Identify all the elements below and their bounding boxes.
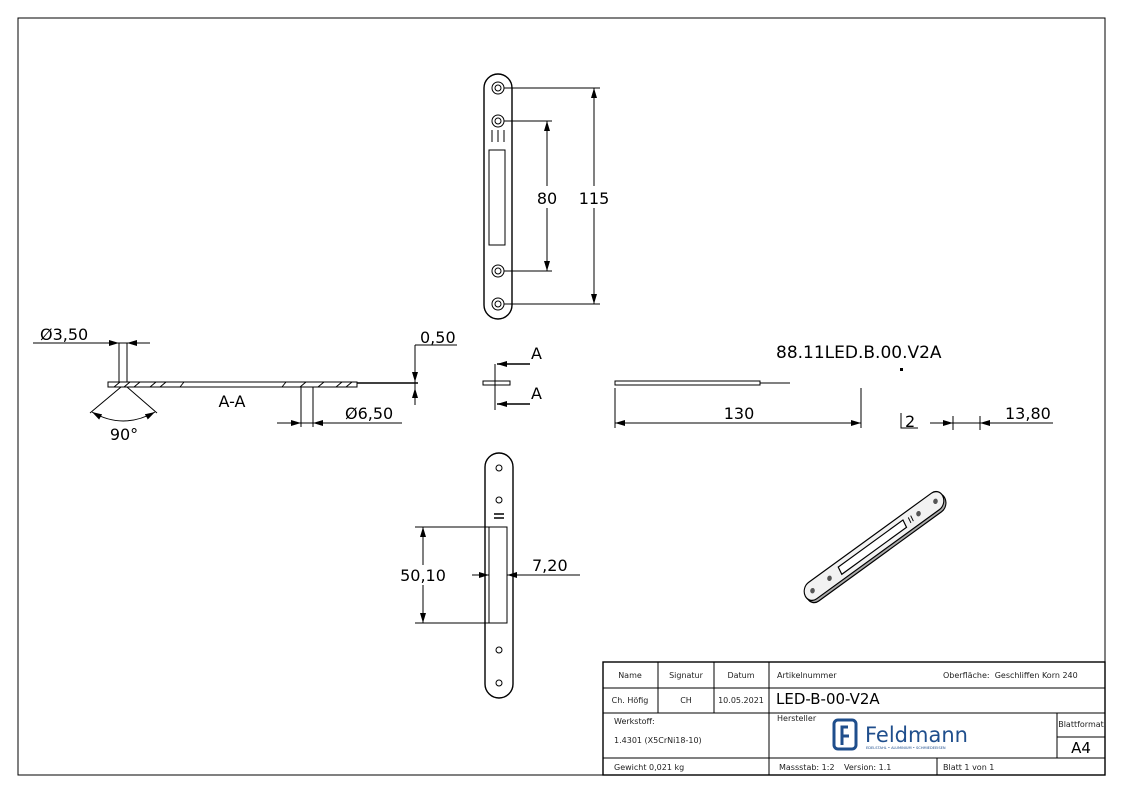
name-value: Ch. Höfig (612, 696, 649, 705)
dim-thickness: 0,50 (420, 328, 456, 347)
date-header: Datum (727, 671, 754, 680)
section-marker-label-bottom: A (531, 384, 542, 403)
material-label: Werkstoff: (614, 717, 655, 726)
section-view: Ø3,50 90° A-A Ø6,50 0,50 (33, 325, 457, 444)
part-number-note: 88.11LED.B.00.V2A (776, 343, 942, 363)
marking-lines (491, 130, 505, 142)
sheet-format-label: Blattformat (1058, 720, 1104, 729)
latch-slot (488, 149, 506, 246)
screw-holes (491, 81, 505, 311)
dim-angle: 90° (110, 425, 138, 444)
manufacturer-label: Hersteller (777, 714, 817, 723)
date-value: 10.05.2021 (718, 696, 764, 705)
dim-80: 80 (537, 189, 557, 208)
version: Version: 1.1 (844, 763, 891, 772)
article-label: Artikelnummer (777, 671, 837, 680)
sheet-format: A4 (1071, 739, 1091, 757)
scale: Massstab: 1:2 (779, 763, 835, 772)
dim-slot-width: 7,20 (532, 556, 568, 575)
dim-slot-length: 50,10 (400, 566, 446, 585)
isometric-view (803, 490, 947, 604)
feldmann-logo: Feldmann EDELSTAHL • ALUMINIUM • SCHMIED… (832, 718, 968, 751)
section-marker: A A (482, 344, 542, 410)
name-header: Name (618, 671, 642, 680)
side-view: 130 88.11LED.B.00.V2A 2 13,80 (614, 343, 1053, 431)
signature-value: CH (680, 696, 692, 705)
dim-thickness-2: 2 (905, 412, 915, 431)
svg-text:EDELSTAHL • ALUMINIUM • SCHMIE: EDELSTAHL • ALUMINIUM • SCHMIEDEEISEN (866, 746, 946, 750)
dim-hole-large: Ø6,50 (345, 404, 393, 423)
section-marker-label-top: A (531, 344, 542, 363)
dim-length: 130 (724, 404, 755, 423)
section-label: A-A (219, 392, 246, 411)
article-number: LED-B-00-V2A (776, 690, 880, 708)
dim-hole-small: Ø3,50 (40, 325, 88, 344)
strike-plate-outline (483, 73, 513, 320)
weight: Gewicht 0,021 kg (614, 763, 684, 772)
dim-115: 115 (579, 189, 610, 208)
svg-text:Feldmann: Feldmann (865, 723, 968, 747)
dim-width: 13,80 (1005, 404, 1051, 423)
drawing-border (17, 17, 1106, 776)
signature-header: Signatur (669, 671, 704, 680)
material-value: 1.4301 (X5CrNi18-10) (614, 736, 702, 745)
bottom-view: 50,10 7,20 (400, 452, 580, 699)
title-block: Name Signatur Datum Ch. Höfig CH 10.05.2… (602, 661, 1106, 776)
top-view: 80 115 (483, 73, 611, 320)
surface: Oberfläche: Geschliffen Korn 240 (943, 671, 1078, 680)
sheet-number: Blatt 1 von 1 (943, 763, 994, 772)
